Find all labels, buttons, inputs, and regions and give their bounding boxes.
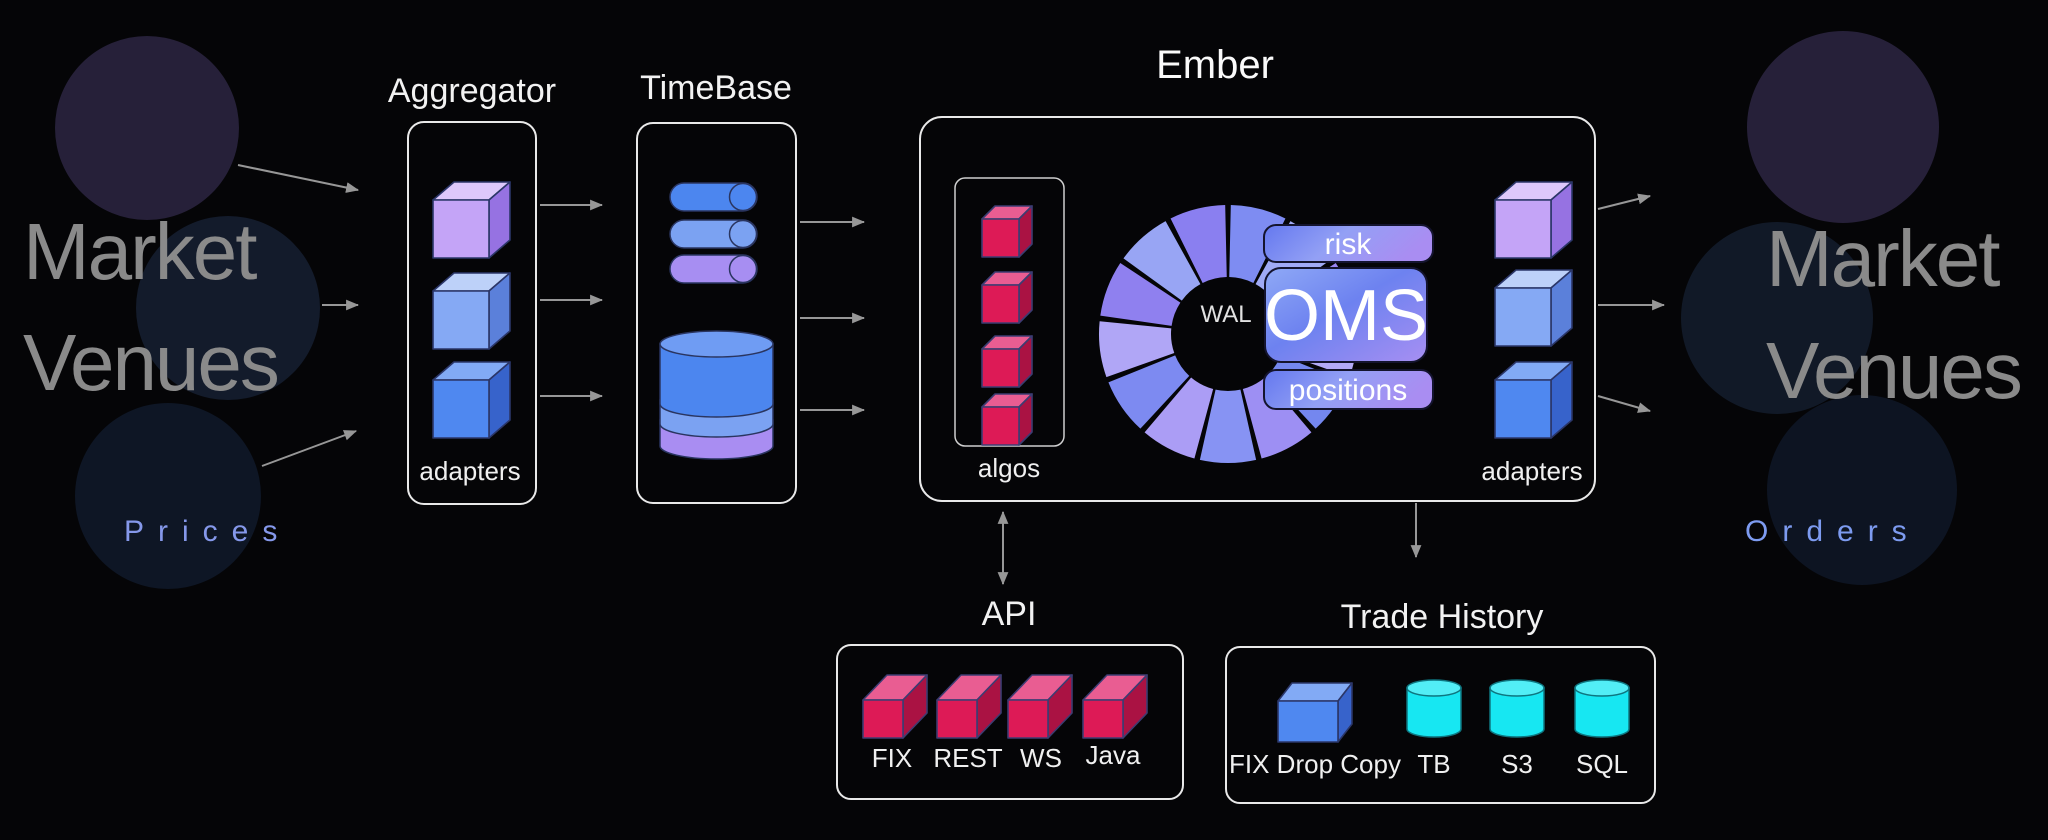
venue-circle <box>136 216 320 400</box>
right-venue-title-line1: Market <box>1766 214 2000 303</box>
timebase-streams-icon <box>669 182 758 284</box>
prices-arrow-1 <box>237 164 360 193</box>
store-label-tb: TB <box>1417 749 1450 779</box>
api-item-label: FIX <box>872 743 912 773</box>
api-item-label: WS <box>1020 743 1062 773</box>
fix-drop-copy-label: FIX Drop Copy <box>1229 749 1401 779</box>
venue-circle <box>55 36 239 220</box>
trade-history-box <box>1225 646 1656 804</box>
venue-circle <box>1767 395 1957 585</box>
wal-label: WAL <box>1200 301 1251 328</box>
algo-cube <box>981 393 1033 446</box>
right-venue-title-line2: Venues <box>1766 326 2021 415</box>
api-cube-ws <box>1007 674 1073 739</box>
ember-adapters-label: adapters <box>1481 456 1582 486</box>
sql-store-cylinder <box>1574 679 1630 738</box>
api-box <box>836 644 1184 800</box>
aggregator-box <box>407 121 537 505</box>
algos-label: algos <box>978 453 1040 483</box>
ember-title: Ember <box>1156 43 1274 87</box>
timebase-title: TimeBase <box>640 69 792 107</box>
orders-caption: Orders <box>1745 515 1921 548</box>
algo-cube <box>981 205 1033 258</box>
timebase-database-icon <box>659 330 774 460</box>
orders-arrow-3 <box>1597 395 1652 413</box>
aggregator-title: Aggregator <box>388 72 556 110</box>
oms-label: OMS <box>1264 276 1428 356</box>
api-cube-fix <box>862 674 928 739</box>
positions-badge <box>1263 369 1434 410</box>
risk-label: risk <box>1325 228 1373 261</box>
algo-cube <box>981 335 1033 388</box>
tb-store-cylinder <box>1406 679 1462 738</box>
api-title: API <box>982 595 1037 633</box>
left-venue-title-line2: Venues <box>23 318 278 407</box>
aggregator-adapter-cube-blue <box>432 361 511 439</box>
fix-drop-copy-cube <box>1277 682 1353 743</box>
ember-box <box>919 116 1596 502</box>
venue-circle <box>1747 31 1939 223</box>
venue-circle <box>1681 222 1873 414</box>
api-cube-rest <box>936 674 1002 739</box>
ember-adapter-cube-blue <box>1494 361 1573 439</box>
ember-adapter-cube-lightblue <box>1494 269 1573 347</box>
store-label-sql: SQL <box>1576 749 1628 779</box>
prices-arrow-3 <box>261 430 358 467</box>
left-venue-title-line1: Market <box>23 207 257 296</box>
timebase-box <box>636 122 797 504</box>
s3-store-cylinder <box>1489 679 1545 738</box>
aggregator-adapter-cube-lightblue <box>432 272 511 350</box>
algos-box <box>954 177 1065 447</box>
api-item-label: REST <box>933 743 1002 773</box>
trade-history-title: Trade History <box>1341 598 1544 636</box>
positions-label: positions <box>1289 374 1407 407</box>
aggregator-adapter-cube-purple <box>432 181 511 259</box>
oms-badge <box>1264 267 1428 363</box>
api-cube-java <box>1082 674 1148 739</box>
orders-arrow-1 <box>1597 193 1652 210</box>
risk-badge <box>1263 224 1434 263</box>
venue-circle <box>75 403 261 589</box>
ember-adapter-cube-purple <box>1494 181 1573 259</box>
api-item-label: Java <box>1086 740 1141 770</box>
aggregator-adapters-label: adapters <box>419 456 520 486</box>
prices-caption: Prices <box>124 515 291 548</box>
store-label-s3: S3 <box>1501 749 1533 779</box>
algo-cube <box>981 271 1033 324</box>
